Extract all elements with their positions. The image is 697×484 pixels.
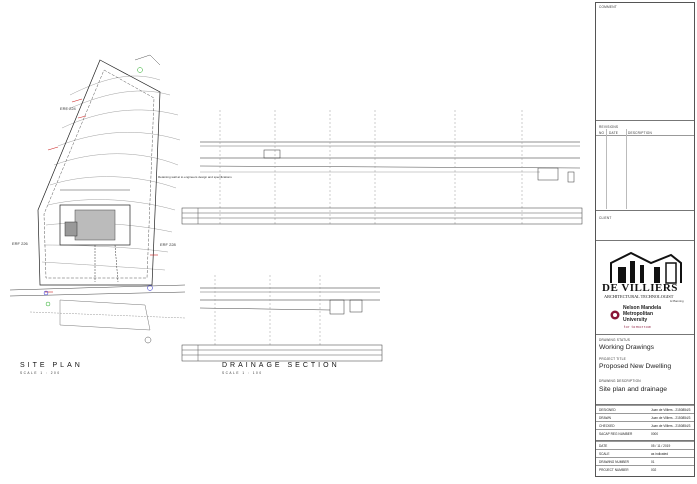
checked-label: CHECKED (599, 424, 615, 428)
comment-label: COMMENT (599, 5, 617, 9)
rev-col-no: NO (599, 131, 605, 135)
erf-label-228: ERF 228 (160, 242, 177, 247)
retaining-wall-note: Retaining wall at to engineers design an… (158, 175, 232, 179)
logo-name: DE VILLIERS (602, 282, 678, 294)
sacap-value: 0000 (651, 432, 659, 436)
university-line-2: Metropolitan (623, 311, 653, 317)
drawing-number-label: DRAWING NUMBER (599, 460, 629, 464)
comment-section: COMMENT (596, 3, 694, 121)
project-number-value: 002 (651, 468, 657, 472)
nmmu-logo-icon (610, 307, 620, 320)
date-label: DATE (599, 444, 608, 448)
sacap-row: SACAP REG NUMBER 0000 (596, 429, 694, 437)
checked-row: CHECKED Juan de Villiers - 2150854/3 (596, 421, 694, 429)
designed-row: DESIGNED Juan de Villiers - 2150854/3 (596, 405, 694, 413)
date-row: DATE 05 / 11 / 2019 (596, 441, 694, 449)
sheet-info-section: DATE 05 / 11 / 2019 SCALE as indicated DRA… (596, 441, 694, 477)
project-number-label: PROJECT NUMBER (599, 468, 629, 472)
drainage-section-upper (181, 110, 583, 225)
client-section: CLIENT (596, 211, 694, 241)
scale-row: SCALE as indicated (596, 449, 694, 457)
rev-col-date: DATE (609, 131, 619, 135)
project-number-row: PROJECT NUMBER 002 (596, 465, 694, 473)
drawing-area: ERF 224 ERF 226 ERF 228 Retaining wall a… (9, 54, 583, 375)
project-title-label: PROJECT TITLE (599, 357, 626, 361)
drawing-description-label: DRAWING DESCRIPTION (599, 379, 641, 383)
rev-col-divider (606, 129, 607, 209)
designed-value: Juan de Villiers - 2150854/3 (651, 408, 691, 412)
credits-section: DESIGNED Juan de Villiers - 2150854/3 DRA… (596, 405, 694, 441)
drawing-canvas: ERF 224 ERF 226 ERF 228 Retaining wall a… (9, 54, 583, 362)
drawn-value: Juan de Villiers - 2150854/3 (651, 416, 691, 420)
project-title-value: Proposed New Dwelling (599, 363, 672, 370)
site-plan-scale: SCALE 1 : 200 (20, 371, 61, 375)
drawing-number-row: DRAWING NUMBER 01 (596, 457, 694, 465)
title-block: COMMENT REVISIONS NO DATE DESCRIPTION CL… (595, 2, 695, 477)
scale-label: SCALE (599, 452, 610, 456)
drawn-label: DRAWN (599, 416, 611, 420)
drawing-status-value: Working Drawings (599, 344, 655, 351)
site-plan-title: SITE PLAN (20, 362, 83, 369)
client-label: CLIENT (599, 216, 612, 220)
drawn-row: DRAWN Juan de Villiers - 2150854/3 (596, 413, 694, 421)
de-villiers-logo-icon (610, 251, 682, 284)
erf-label-226: ERF 226 (12, 241, 29, 246)
rev-header-rule (596, 135, 694, 136)
logo-subtitle: ARCHITECTURAL TECHNOLOGIST (604, 294, 674, 299)
site-plan (9, 54, 186, 344)
revisions-section: REVISIONS NO DATE DESCRIPTION (596, 121, 694, 211)
drawing-description-value: Site plan and drainage (599, 386, 668, 393)
rev-col-description: DESCRIPTION (628, 131, 652, 135)
drainage-section-title: DRAINAGE SECTION (222, 362, 340, 369)
designed-label: DESIGNED (599, 408, 616, 412)
university-tag: for tomorrow (624, 325, 652, 329)
logo-section: DE VILLIERS ARCHITECTURAL TECHNOLOGIST &… (596, 241, 694, 335)
scale-value: as indicated (651, 452, 669, 456)
rev-col-divider (626, 129, 627, 209)
checked-value: Juan de Villiers - 2150854/3 (651, 424, 691, 428)
university-line-1: Nelson Mandela (623, 305, 662, 311)
drainage-section-scale: SCALE 1 : 100 (222, 371, 263, 375)
drawing-status-label: DRAWING STATUS (599, 338, 631, 342)
drawing-number-value: 01 (651, 460, 655, 464)
drainage-section-lower (181, 275, 383, 362)
logo-tag: & Planning (670, 299, 684, 303)
project-info-section: DRAWING STATUS Working Drawings PROJECT … (596, 335, 694, 405)
university-line-3: University (623, 317, 648, 323)
date-value: 05 / 11 / 2019 (651, 444, 671, 448)
sacap-label: SACAP REG NUMBER (599, 432, 633, 436)
erf-label-224: ERF 224 (60, 106, 77, 111)
revisions-label: REVISIONS (599, 125, 619, 129)
